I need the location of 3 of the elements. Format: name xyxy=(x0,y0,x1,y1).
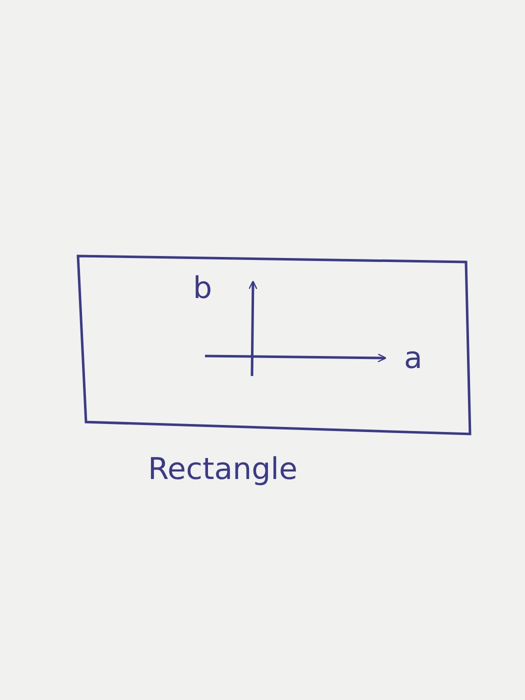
axis-label: a xyxy=(404,344,422,374)
caption: Rectangle xyxy=(148,455,298,485)
axis-label: b xyxy=(193,274,212,304)
